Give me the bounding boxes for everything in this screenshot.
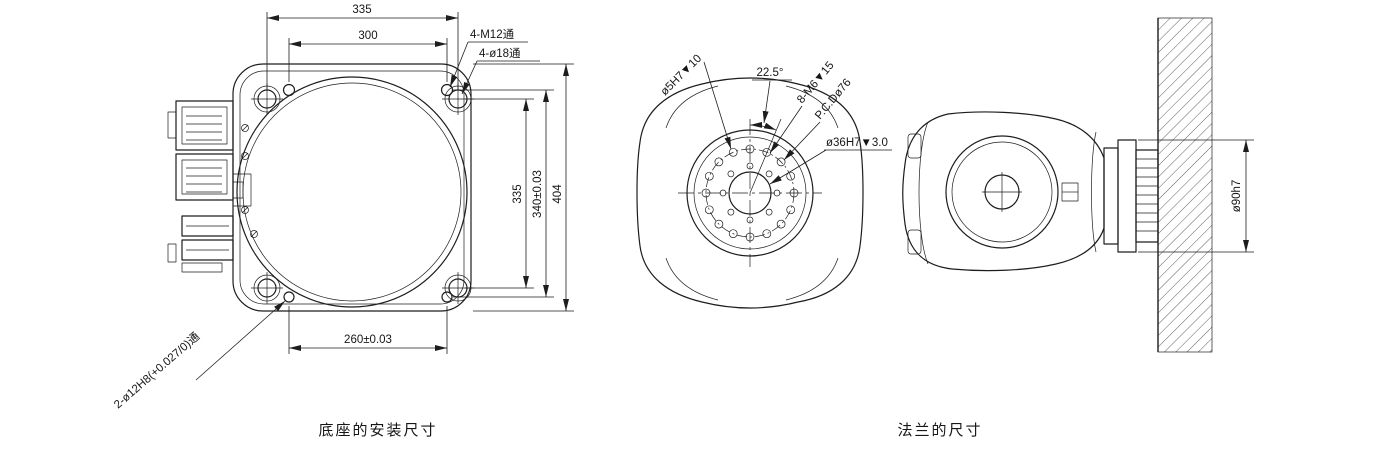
screw-icons — [241, 124, 258, 238]
flange-circles — [678, 118, 822, 267]
inner-tapped-and-dowel-holes — [282, 83, 454, 303]
flange-stack — [1103, 139, 1159, 253]
dim-right-inner-label: 335 — [512, 184, 524, 203]
flange-face-view: 22.5° ø5H7▼10 8-M6▼15 P.C.Dø76 ø36H7▼3.0… — [636, 53, 982, 439]
flange-bolt-holes-inner-ring — [719, 162, 781, 224]
robot-body-outline — [902, 111, 1105, 272]
callout-center-bore-label: ø36H7▼3.0 — [826, 137, 888, 149]
callout-tapped-holes-label: 4-M12通 — [470, 28, 515, 41]
dim-right-inner: 335 — [465, 98, 534, 289]
dim-hole-angle-label: 22.5° — [757, 67, 784, 79]
base-plate-outline — [232, 63, 472, 312]
base-view-caption: 底座的安装尺寸 — [318, 422, 437, 439]
dim-hole-angle: 22.5° — [749, 67, 792, 131]
dim-right-outer: 404 — [473, 63, 574, 312]
dim-top-outer-label: 335 — [352, 4, 371, 16]
callout-through-holes: 4-ø18通 — [461, 47, 540, 95]
callout-tapped-holes: 4-M12通 — [449, 28, 528, 88]
callout-flange-dowel-label: ø5H7▼10 — [659, 53, 704, 98]
corner-mounting-holes — [251, 83, 474, 304]
flange-body-outline — [636, 77, 864, 309]
flange-view-caption: 法兰的尺寸 — [897, 422, 982, 439]
callout-dowel-holes-label: 2-ø12H8(+0.027/0)通 — [111, 330, 202, 412]
dim-right-mid-label: 340±0.03 — [532, 170, 544, 218]
base-connector-blocks — [167, 100, 234, 273]
dim-right-mid: 340±0.03 — [453, 89, 554, 298]
dim-flange-diameter-label: ø90h7 — [1231, 180, 1243, 213]
dim-top-outer: 335 — [266, 4, 459, 90]
callout-flange-dowel: ø5H7▼10 — [659, 53, 732, 150]
callout-through-holes-label: 4-ø18通 — [479, 47, 521, 60]
dim-top-inner: 300 — [288, 30, 448, 82]
flange-side-view: ø90h7 — [902, 17, 1254, 353]
mounting-wall — [1157, 17, 1213, 353]
dim-bottom: 260±0.03 — [288, 306, 448, 354]
flange-bolt-holes-outer-ring — [701, 144, 799, 242]
callout-dowel-holes: 2-ø12H8(+0.027/0)通 — [111, 300, 286, 412]
callout-center-bore: ø36H7▼3.0 — [769, 137, 892, 185]
base-mounting-view: 335 300 4-M12通 4-ø18通 335 — [111, 4, 574, 439]
dim-bottom-label: 260±0.03 — [344, 334, 392, 346]
dim-right-outer-label: 404 — [552, 184, 564, 204]
dim-top-inner-label: 300 — [358, 30, 377, 42]
dim-flange-diameter: ø90h7 — [1138, 139, 1254, 253]
